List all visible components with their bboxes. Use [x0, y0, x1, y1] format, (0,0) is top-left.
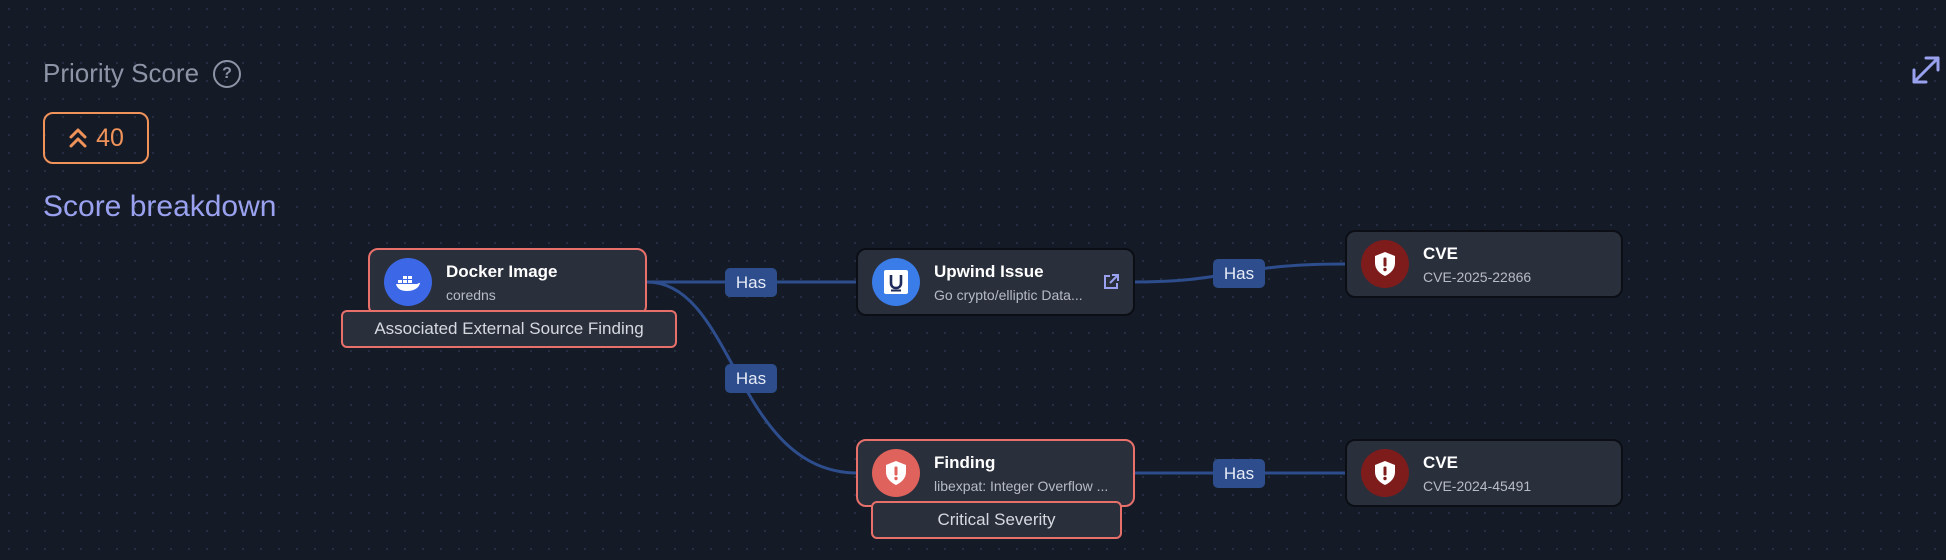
node-title: Upwind Issue [934, 261, 1044, 281]
node-cve-2[interactable]: CVE CVE-2024-45491 [1345, 439, 1623, 507]
tag-associated-external-source: Associated External Source Finding [341, 310, 677, 348]
node-title: CVE [1423, 243, 1458, 263]
tag-critical-severity: Critical Severity [871, 501, 1122, 539]
node-upwind-issue[interactable]: Upwind Issue Go crypto/elliptic Data... [856, 248, 1135, 316]
score-breakdown-title: Score breakdown [43, 190, 277, 223]
edge-label-docker-finding: Has [725, 364, 777, 393]
shield-alert-icon [1361, 449, 1409, 497]
docker-icon [384, 258, 432, 306]
shield-alert-icon [1361, 240, 1409, 288]
node-subtitle: CVE-2024-45491 [1423, 477, 1532, 494]
external-link-icon[interactable] [1101, 272, 1121, 292]
priority-score-title: Priority Score [43, 58, 200, 88]
shield-alert-icon [872, 449, 920, 497]
node-title: Finding [934, 452, 996, 472]
node-subtitle: libexpat: Integer Overflow ... [934, 477, 1109, 494]
priority-score-badge: 40 [43, 112, 149, 164]
priority-score-value: 40 [96, 123, 124, 152]
node-docker-image[interactable]: Docker Image coredns [368, 248, 647, 316]
node-subtitle: Go crypto/elliptic Data... [934, 286, 1083, 303]
help-icon[interactable]: ? [213, 59, 242, 88]
double-chevron-up-icon [69, 128, 87, 148]
edge-label-issue-cve: Has [1213, 259, 1265, 288]
priority-score-header: Priority Score ? [43, 58, 242, 89]
node-subtitle: coredns [446, 286, 496, 303]
upwind-icon [872, 258, 920, 306]
node-cve-1[interactable]: CVE CVE-2025-22866 [1345, 230, 1623, 298]
node-finding[interactable]: Finding libexpat: Integer Overflow ... [856, 439, 1135, 507]
expand-icon[interactable] [1908, 52, 1944, 88]
node-subtitle: CVE-2025-22866 [1423, 268, 1532, 285]
node-title: Docker Image [446, 261, 558, 281]
edge-label-finding-cve: Has [1213, 459, 1265, 488]
node-title: CVE [1423, 452, 1458, 472]
edge-label-docker-issue: Has [725, 268, 777, 297]
